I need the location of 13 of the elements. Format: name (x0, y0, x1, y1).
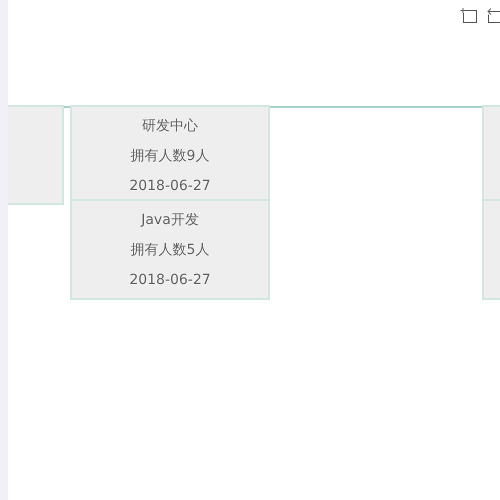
node-title: Java开发 (141, 211, 199, 229)
node-text: 2018-06-27 (129, 177, 211, 195)
node-text: 拥有人数5人 (130, 241, 210, 259)
org-box (8, 105, 64, 205)
connector-line (270, 106, 482, 108)
node-text: 2018-06-27 (129, 271, 211, 289)
org-box (482, 199, 500, 300)
node-text: 拥有人数9人 (130, 147, 210, 165)
org-box (482, 105, 500, 201)
org-box (70, 105, 270, 201)
node-title: 研发中心 (142, 117, 198, 135)
connector-line (64, 106, 70, 108)
org-box (70, 199, 270, 300)
